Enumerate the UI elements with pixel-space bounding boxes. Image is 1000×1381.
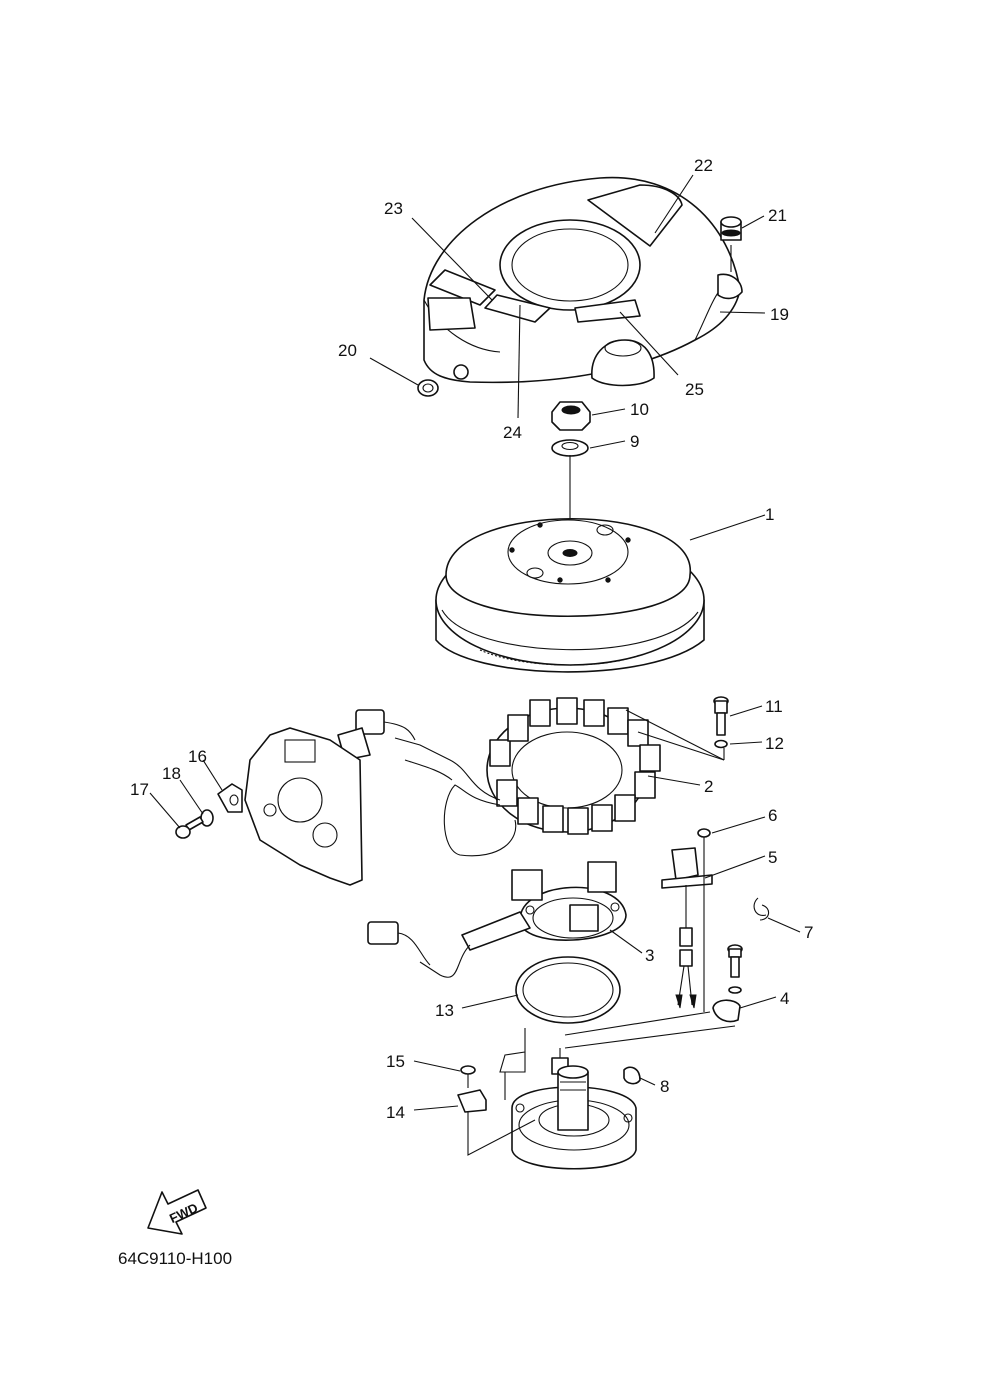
callout-11: 11 bbox=[765, 697, 783, 716]
key-8 bbox=[623, 1066, 641, 1085]
screw-17 bbox=[175, 816, 204, 839]
callout-9: 9 bbox=[630, 432, 639, 451]
callout-10: 10 bbox=[630, 400, 649, 419]
washer-12 bbox=[714, 739, 728, 749]
callout-1: 1 bbox=[765, 505, 774, 524]
washer-18 bbox=[200, 809, 214, 827]
retainer-ring-13 bbox=[515, 956, 621, 1024]
callout-25: 25 bbox=[685, 380, 704, 399]
forward-direction-arrow: FWD bbox=[147, 1189, 207, 1235]
screw-6 bbox=[697, 828, 711, 848]
callout-8: 8 bbox=[660, 1077, 669, 1096]
callout-20: 20 bbox=[338, 341, 357, 360]
bracket-14 bbox=[457, 1089, 487, 1113]
bolt-near-4 bbox=[727, 944, 743, 994]
callout-24: 24 bbox=[503, 423, 522, 442]
flywheel-cover bbox=[423, 176, 743, 387]
engine-block bbox=[244, 727, 363, 886]
callout-leaders bbox=[149, 174, 801, 1111]
grommet-20 bbox=[417, 379, 439, 397]
callout-5: 5 bbox=[768, 848, 777, 867]
callout-15: 15 bbox=[386, 1052, 405, 1071]
diagram-code: 64C9110-H100 bbox=[118, 1249, 232, 1268]
grommet-21 bbox=[720, 216, 742, 241]
callout-23: 23 bbox=[384, 199, 403, 218]
callout-7: 7 bbox=[804, 923, 813, 942]
crankshaft-housing bbox=[511, 1065, 637, 1170]
washer-9 bbox=[551, 439, 589, 457]
callout-labels: 1 2 3 4 5 6 7 8 9 10 11 12 13 14 15 16 1… bbox=[130, 156, 813, 1122]
callout-13: 13 bbox=[435, 1001, 454, 1020]
callout-4: 4 bbox=[780, 989, 789, 1008]
callout-19: 19 bbox=[770, 305, 789, 324]
callout-12: 12 bbox=[765, 734, 784, 753]
nut-10 bbox=[551, 401, 591, 431]
clip-7 bbox=[753, 897, 770, 921]
clamp-4 bbox=[712, 999, 741, 1023]
callout-16: 16 bbox=[188, 747, 207, 766]
callout-22: 22 bbox=[694, 156, 713, 175]
callout-2: 2 bbox=[704, 777, 713, 796]
callout-18: 18 bbox=[162, 764, 181, 783]
bolt-11 bbox=[713, 696, 729, 736]
callout-6: 6 bbox=[768, 806, 777, 825]
clamp-16 bbox=[217, 783, 243, 813]
pulser-coil-assembly bbox=[367, 861, 627, 978]
stator bbox=[486, 697, 661, 835]
sensor-5 bbox=[661, 847, 713, 1009]
callout-3: 3 bbox=[645, 946, 654, 965]
flywheel bbox=[435, 518, 705, 673]
callout-17: 17 bbox=[130, 780, 149, 799]
callout-14: 14 bbox=[386, 1103, 405, 1122]
callout-21: 21 bbox=[768, 206, 787, 225]
screw-15 bbox=[460, 1065, 476, 1088]
